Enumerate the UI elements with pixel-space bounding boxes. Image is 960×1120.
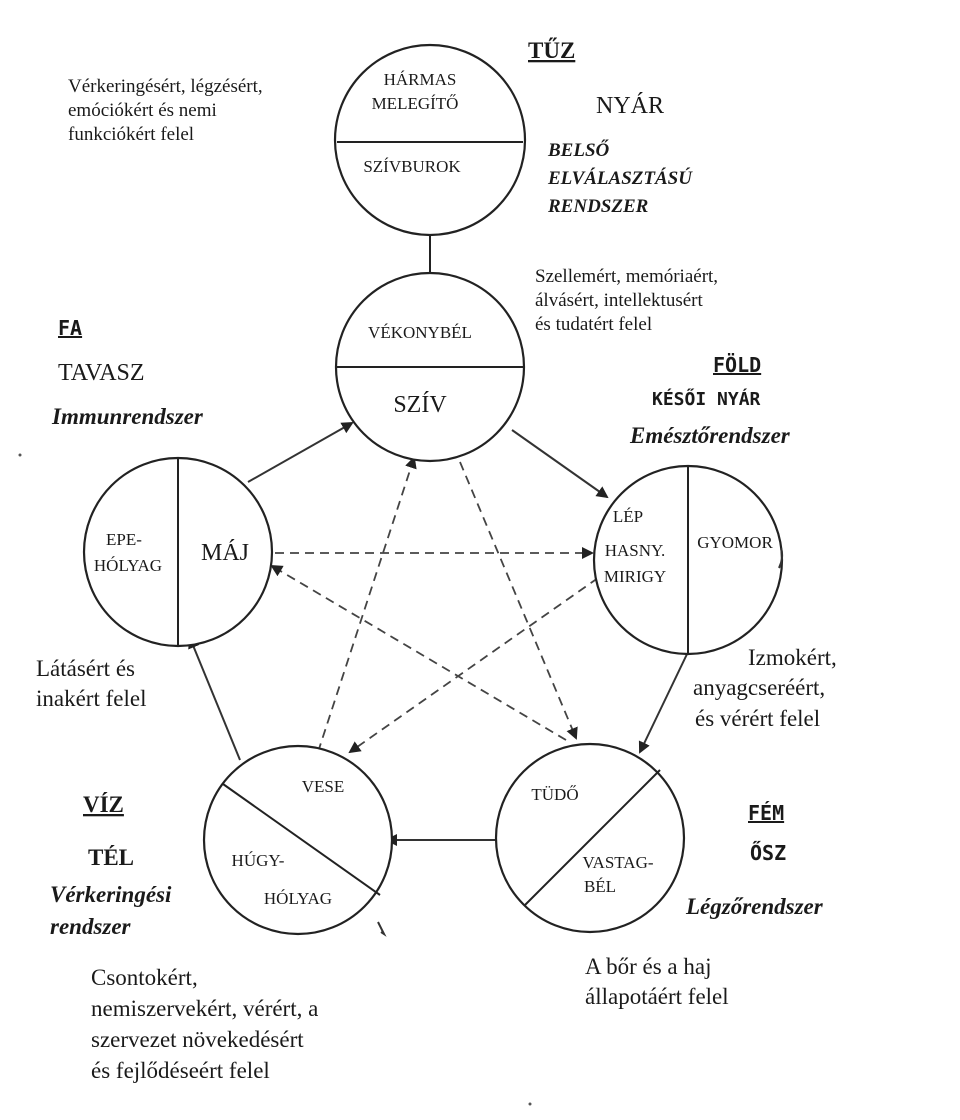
wood-season-label: TAVASZ <box>58 360 145 386</box>
bladder-label-2: HÓLYAG <box>264 889 332 908</box>
wood-system-label: Immunrendszer <box>51 404 204 429</box>
metal-element-label: FÉM <box>748 801 784 825</box>
spleen-label: LÉP <box>613 507 643 526</box>
metal-system-label: Légzőrendszer <box>685 894 824 919</box>
wood-element-label: FA <box>58 316 82 340</box>
gallbladder-label-1: EPE- <box>106 530 142 549</box>
wood-note-line-2: inakért felel <box>36 686 146 711</box>
large-intestine-label-2: BÉL <box>584 877 616 896</box>
dashed-arrow-water-to-fire <box>317 456 417 753</box>
water-note-line-4: és fejlődéseért felel <box>91 1058 270 1083</box>
dashed-arrow-earth-to-water <box>348 577 599 754</box>
pancreas-label-1: HASNY. <box>605 541 666 560</box>
wood-note-line-1: Látásért és <box>36 656 135 681</box>
scan-speck <box>18 453 22 457</box>
earth-circle: LÉP HASNY. MIRIGY GYOMOR <box>592 464 784 656</box>
liver-label: MÁJ <box>201 540 249 566</box>
fire-system-line-3: RENDSZER <box>547 196 648 217</box>
earth-note-line-3: és vérért felel <box>695 706 820 731</box>
arrow-earth-to-metal <box>638 651 689 754</box>
water-system-line-1: Vérkeringési <box>50 882 172 907</box>
triple-warmer-label-1: HÁRMAS <box>384 70 457 89</box>
arrow-water-to-wood <box>188 636 241 761</box>
pericardium-label: SZÍVBUROK <box>363 157 461 176</box>
metal-note-line-2: állapotáért felel <box>585 984 729 1009</box>
metal-season-label: ŐSZ <box>750 841 786 865</box>
kidney-label: VESE <box>302 777 345 796</box>
fire-main-note-line-2: álvásért, intellektusért <box>535 290 703 311</box>
earth-season-label: KÉSŐI NYÁR <box>652 388 761 410</box>
water-note-line-3: szervezet növekedésért <box>91 1027 304 1052</box>
triple-warmer-label-2: MELEGÍTŐ <box>372 94 459 113</box>
scan-speck <box>528 1102 532 1106</box>
dashed-arrow-metal-to-wood <box>270 564 567 741</box>
fire-top-note-line-1: Vérkeringésért, légzésért, <box>68 76 263 97</box>
heart-label: SZÍV <box>393 392 447 418</box>
fire-main-note-line-3: és tudatért felel <box>535 314 652 335</box>
small-intestine-label: VÉKONYBÉL <box>368 323 472 342</box>
water-circle-mark <box>377 921 387 937</box>
water-element-label: VÍZ <box>83 792 124 817</box>
stomach-label: GYOMOR <box>697 533 773 552</box>
water-note-line-1: Csontokért, <box>91 965 198 990</box>
lung-label: TÜDŐ <box>531 785 578 804</box>
arrow-fire-to-earth <box>511 429 609 499</box>
metal-note-line-1: A bőr és a haj <box>585 954 711 979</box>
earth-note-line-1: Izmokért, <box>748 645 837 670</box>
water-circle: VESE HÚGY- HÓLYAG <box>202 744 394 936</box>
fire-element-label: TŰZ <box>528 37 575 63</box>
water-season-label: TÉL <box>88 845 134 870</box>
fire-main-circle: VÉKONYBÉL SZÍV <box>334 271 526 463</box>
large-intestine-label-1: VASTAG- <box>582 853 653 872</box>
earth-element-label: FÖLD <box>713 353 761 377</box>
metal-circle: TÜDŐ VASTAG- BÉL <box>494 742 686 934</box>
fire-system-line-2: ELVÁLASZTÁSÚ <box>547 167 693 189</box>
wood-circle: EPE- HÓLYAG MÁJ <box>82 456 274 648</box>
earth-circle-mark <box>778 547 784 569</box>
fire-top-note-line-2: emóciókért és nemi <box>68 100 217 121</box>
pancreas-label-2: MIRIGY <box>604 567 666 586</box>
dashed-arrow-fire-to-metal <box>459 461 578 740</box>
bladder-label-1: HÚGY- <box>232 851 285 870</box>
earth-system-label: Emésztőrendszer <box>629 423 791 448</box>
earth-note-line-2: anyagcseréért, <box>693 675 825 700</box>
fire-top-note-line-3: funkciókért felel <box>68 124 194 145</box>
water-note-line-2: nemiszervekért, vérért, a <box>91 996 318 1021</box>
water-system-line-2: rendszer <box>50 914 132 939</box>
fire-season-label: NYÁR <box>596 93 664 119</box>
fire-system-line-1: BELSŐ <box>547 139 610 161</box>
gallbladder-label-2: HÓLYAG <box>94 556 162 575</box>
fire-top-circle: HÁRMAS MELEGÍTŐ SZÍVBUROK <box>333 43 527 237</box>
fire-main-note-line-1: Szellemért, memóriaért, <box>535 266 718 287</box>
arrow-wood-to-fire <box>247 422 354 483</box>
